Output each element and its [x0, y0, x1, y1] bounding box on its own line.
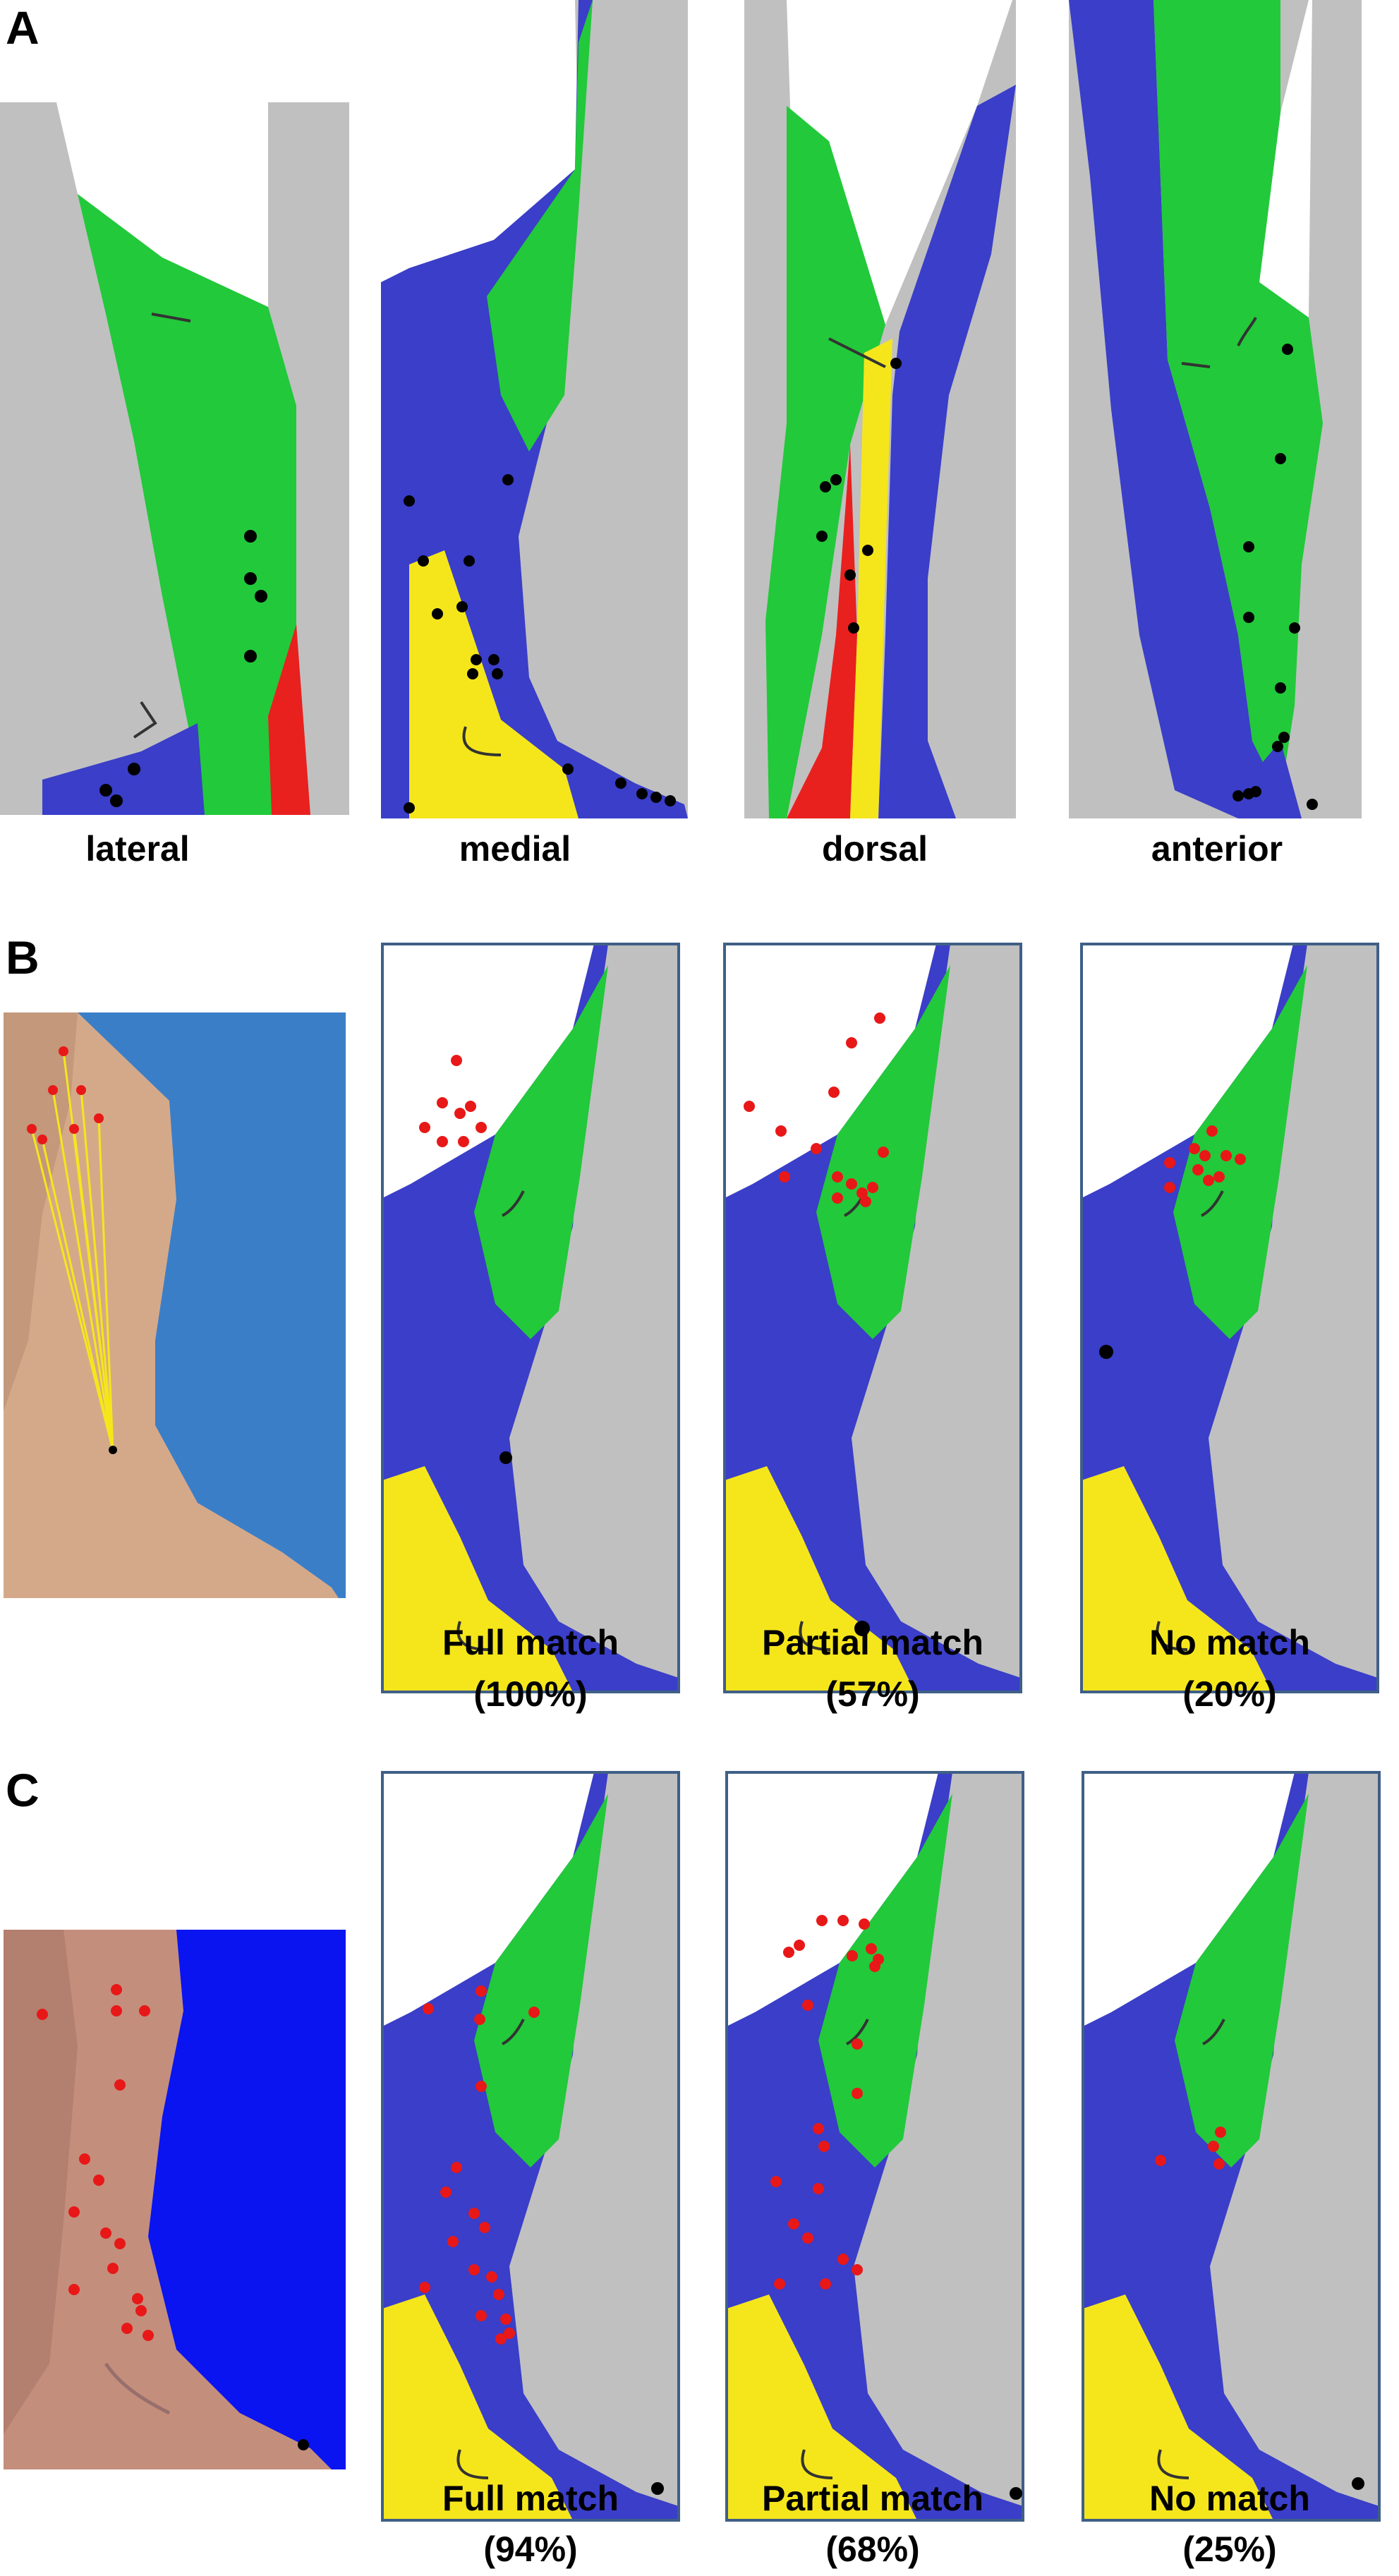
map-dorsal	[744, 0, 1016, 818]
caption-b-none-2: (20%)	[1182, 1674, 1276, 1714]
panel-letter-c: C	[6, 1764, 40, 1816]
map-anterior	[1069, 0, 1362, 818]
caption-b-partial-2: (57%)	[825, 1674, 919, 1714]
caption-c-full-2: (94%)	[483, 2529, 577, 2569]
caption-c-none-2: (25%)	[1182, 2529, 1276, 2569]
map-medial	[381, 0, 688, 818]
map-lateral	[0, 102, 349, 815]
caption-b-none-1: No match	[1149, 1623, 1310, 1662]
label-lateral: lateral	[85, 829, 189, 869]
map-c-full	[381, 1771, 680, 2522]
map-c-none	[1082, 1771, 1381, 2522]
label-medial: medial	[459, 829, 571, 869]
caption-c-partial-2: (68%)	[825, 2529, 919, 2569]
caption-b-partial-1: Partial match	[762, 1623, 983, 1662]
caption-b-full-2: (100%)	[473, 1674, 587, 1714]
map-c-partial	[725, 1771, 1024, 2522]
caption-c-none-1: No match	[1149, 2479, 1310, 2518]
panel-letter-b: B	[6, 931, 40, 984]
label-anterior: anterior	[1151, 829, 1283, 869]
photo-b	[4, 1012, 346, 1598]
map-b-full	[381, 943, 680, 1693]
map-b-none	[1080, 943, 1379, 1693]
map-b-partial	[723, 943, 1022, 1693]
photo-c	[4, 1930, 346, 2469]
caption-c-partial-1: Partial match	[762, 2479, 983, 2518]
caption-c-full-1: Full match	[442, 2479, 619, 2518]
label-dorsal: dorsal	[822, 829, 928, 869]
caption-b-full-1: Full match	[442, 1623, 619, 1662]
panel-letter-a: A	[6, 1, 40, 54]
